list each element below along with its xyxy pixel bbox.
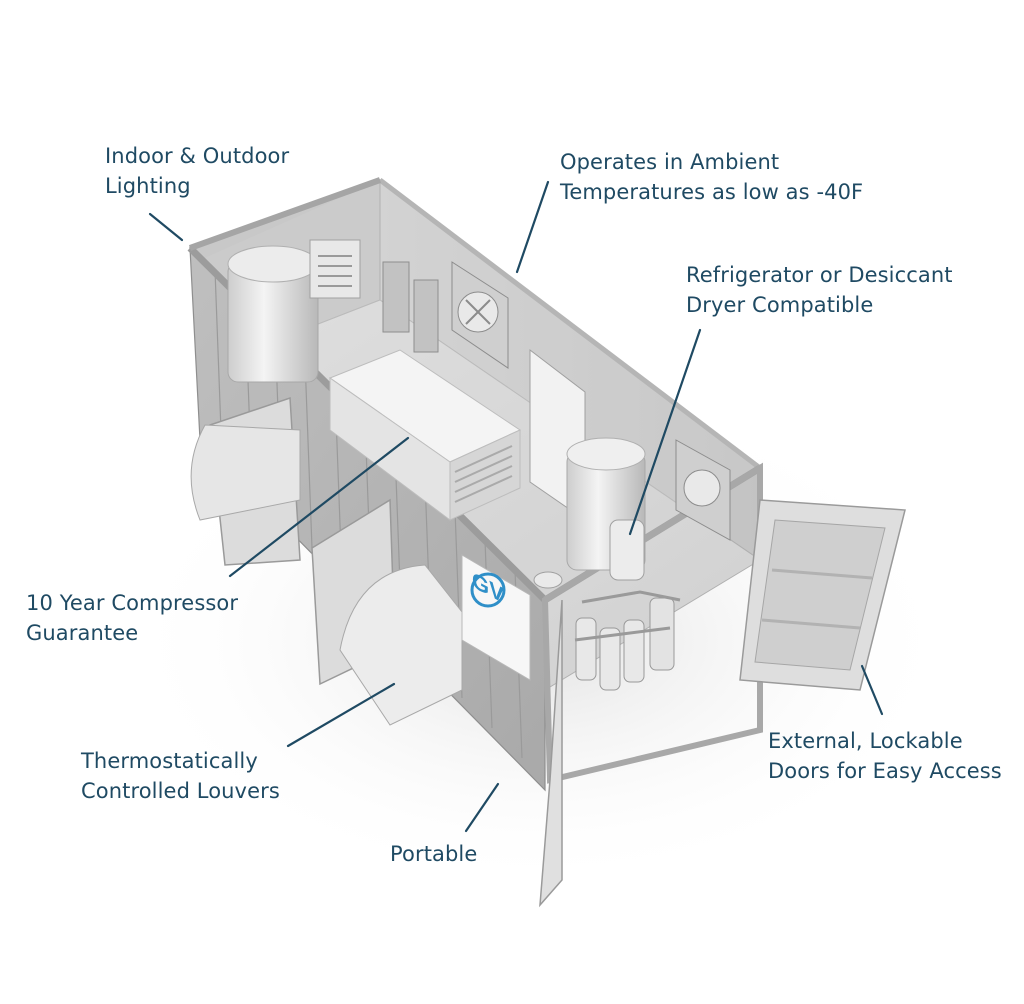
- callout-dryer-line2: Dryer Compatible: [686, 293, 874, 317]
- far-tank: [227, 245, 319, 383]
- callout-portable-line1: Portable: [390, 842, 478, 866]
- exhaust-fan-2: [675, 439, 731, 541]
- callout-dryer: Refrigerator or Desiccant Dryer Compatib…: [686, 260, 953, 320]
- front-left-door: [539, 599, 563, 908]
- leader-lighting: [148, 212, 184, 242]
- front-right-door: [739, 499, 906, 691]
- wall-heater: [309, 239, 361, 299]
- callout-compressor: 10 Year Compressor Guarantee: [26, 588, 238, 648]
- callout-portable: Portable: [390, 839, 477, 869]
- callout-louvers: Thermostatically Controlled Louvers: [81, 746, 280, 806]
- compressor-unit: [328, 349, 522, 521]
- callout-louvers-line1: Thermostatically: [81, 749, 258, 773]
- leader-dryer: [628, 328, 702, 536]
- louver-hood-1: [190, 424, 301, 521]
- callout-louvers-line2: Controlled Louvers: [81, 779, 280, 803]
- leader-ambient: [515, 180, 550, 274]
- electrical-panels: [382, 261, 439, 353]
- callout-compressor-line1: 10 Year Compressor: [26, 591, 239, 615]
- exhaust-fan-1: [451, 261, 509, 369]
- callout-compressor-line2: Guarantee: [26, 621, 139, 645]
- callout-lighting-line2: Lighting: [105, 174, 191, 198]
- callout-ambient-line2: Temperatures as low as -40F: [560, 180, 864, 204]
- callout-ambient: Operates in Ambient Temperatures as low …: [560, 147, 863, 207]
- leader-compressor: [228, 436, 410, 578]
- callout-doors-line2: Doors for Easy Access: [768, 759, 1002, 783]
- callout-ambient-line1: Operates in Ambient: [560, 150, 780, 174]
- leader-louvers: [286, 682, 396, 748]
- callout-lighting-line1: Indoor & Outdoor: [105, 144, 290, 168]
- logo-panel: [461, 554, 531, 681]
- leader-portable: [464, 782, 500, 833]
- top-rail-right: [378, 178, 762, 470]
- dryer-filters: [533, 519, 681, 691]
- callout-doors-line1: External, Lockable: [768, 729, 963, 753]
- callout-lighting: Indoor & Outdoor Lighting: [105, 141, 289, 201]
- callout-dryer-line1: Refrigerator or Desiccant: [686, 263, 953, 287]
- top-rail-end: [188, 177, 382, 251]
- callout-doors: External, Lockable Doors for Easy Access: [768, 726, 1002, 786]
- leader-doors: [860, 664, 884, 716]
